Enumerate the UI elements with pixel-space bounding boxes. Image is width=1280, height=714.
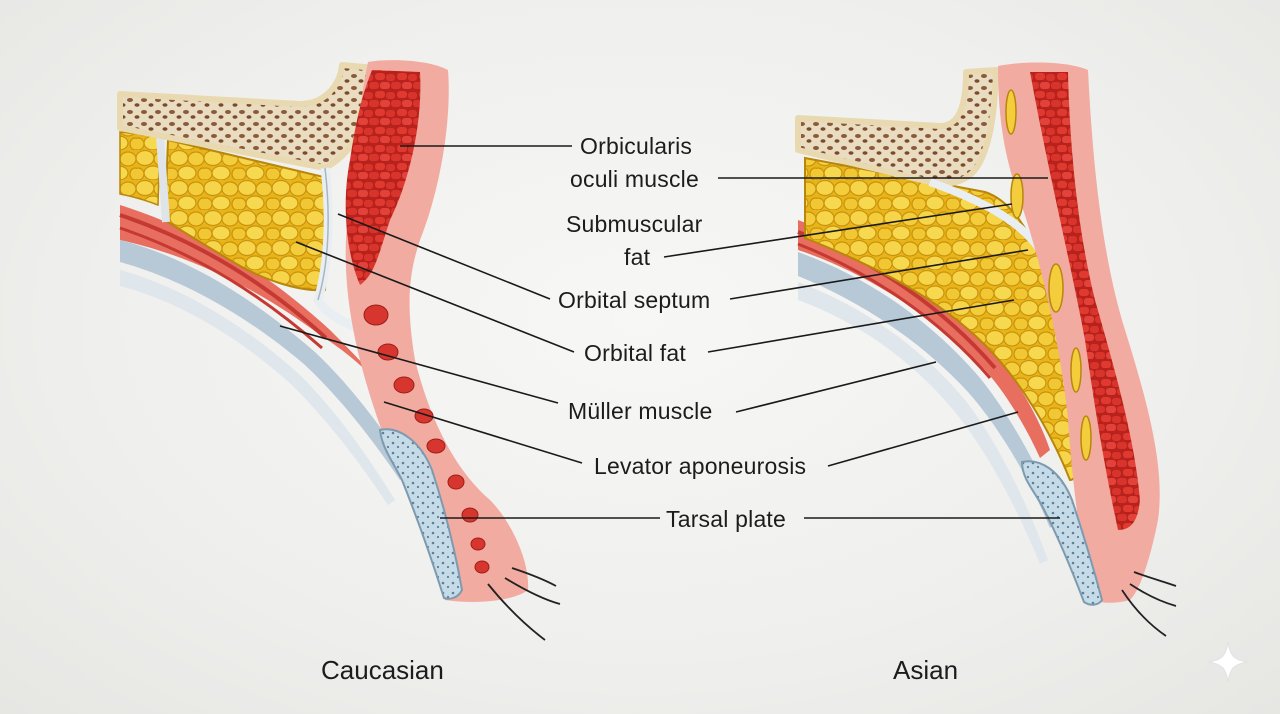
right-orbital-septum xyxy=(928,178,1044,253)
sparkle-icon xyxy=(1207,641,1249,683)
right-tarsal-plate xyxy=(1020,460,1104,606)
asian-eyelid xyxy=(795,62,1177,637)
label-submuscular-line1: Submuscular xyxy=(566,211,703,237)
caption-caucasian: Caucasian xyxy=(321,655,444,685)
right-conjunctiva xyxy=(798,252,1060,528)
left-preaponeurotic-fat xyxy=(119,131,161,207)
left-orbicularis-muscle xyxy=(345,70,421,285)
right-submuscular-fat xyxy=(1005,89,1092,461)
label-orbicularis-line2: oculi muscle xyxy=(570,166,699,192)
right-orbital-bone xyxy=(798,70,996,184)
label-muller-muscle: Müller muscle xyxy=(568,398,713,424)
left-conjunctiva xyxy=(120,240,410,480)
right-orbicularis-muscle xyxy=(1030,72,1140,530)
label-submuscular-line2: fat xyxy=(624,244,651,270)
leader-lines xyxy=(279,145,1060,519)
caption-asian: Asian xyxy=(893,655,959,685)
left-orbital-bone xyxy=(120,65,375,168)
label-orbital-fat: Orbital fat xyxy=(584,340,686,366)
left-levator-muscle xyxy=(120,205,432,452)
label-orbital-septum: Orbital septum xyxy=(558,287,711,313)
caucasian-eyelid xyxy=(117,60,561,641)
right-eyelashes xyxy=(1121,571,1177,637)
label-levator-aponeurosis: Levator aponeurosis xyxy=(594,453,807,479)
label-orbicularis-line1: Orbicularis xyxy=(580,133,693,159)
left-pretarsal-orbicularis xyxy=(363,304,490,574)
left-tarsal-plate xyxy=(378,428,464,600)
left-orbital-fat xyxy=(163,138,330,292)
left-eyelashes xyxy=(487,567,561,641)
label-tarsal-plate: Tarsal plate xyxy=(666,506,787,532)
